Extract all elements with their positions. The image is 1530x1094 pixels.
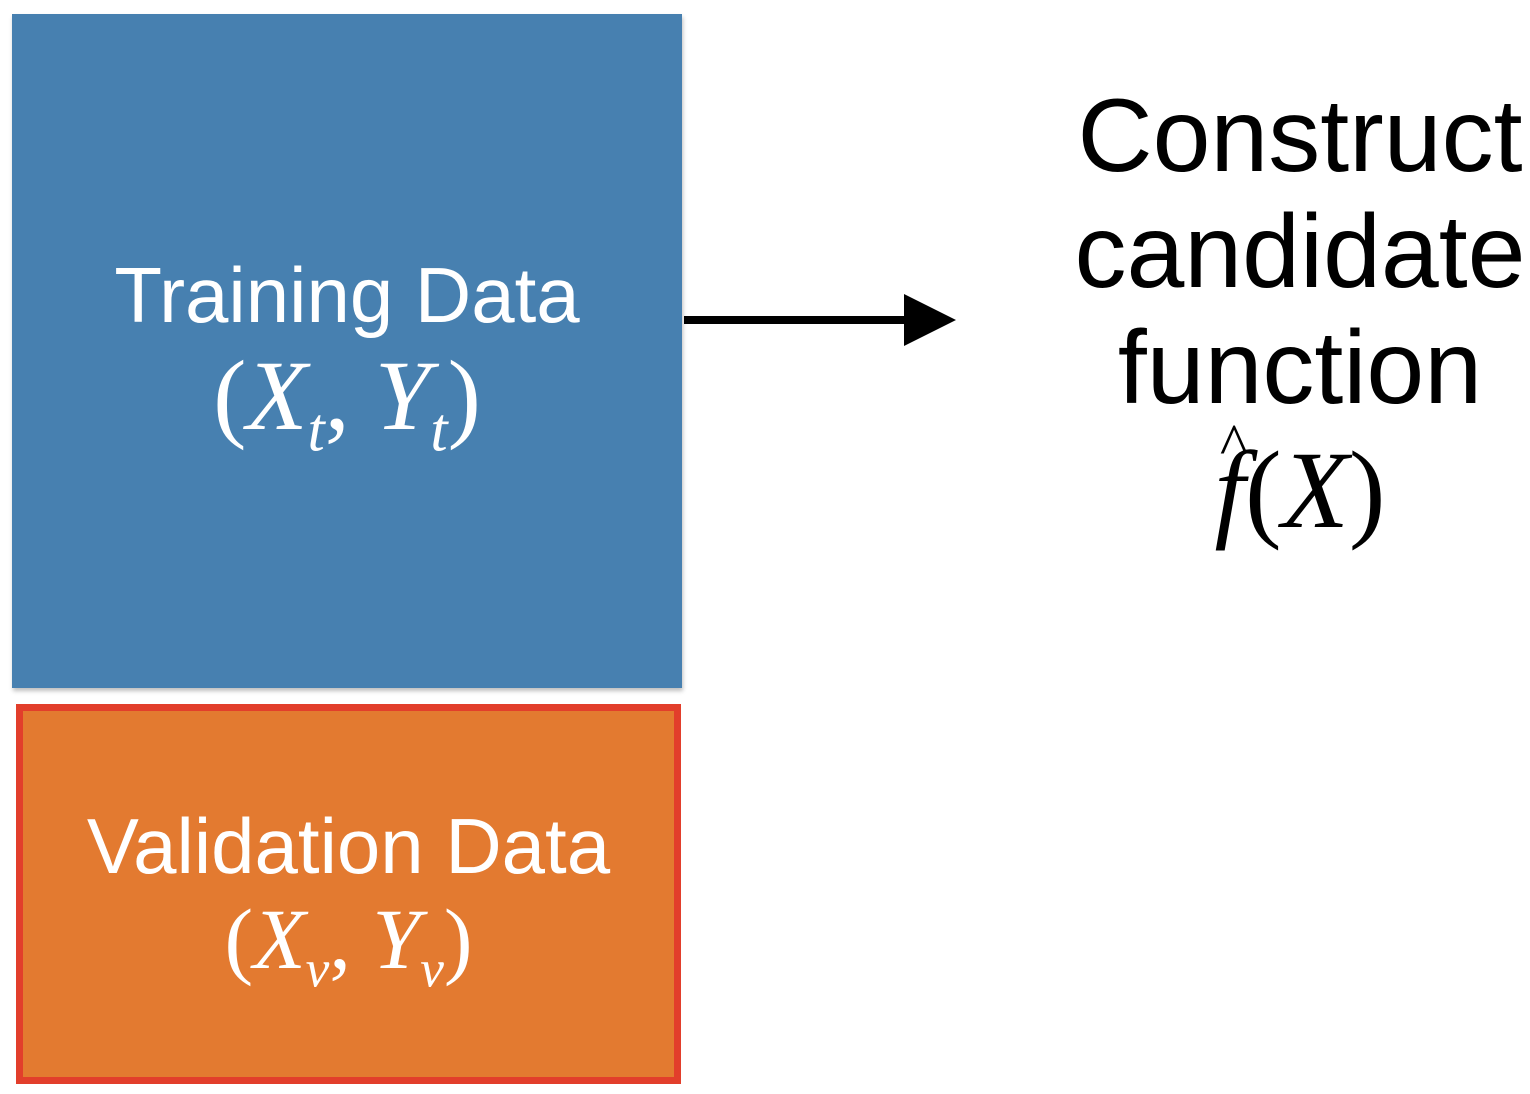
- training-data-box: Training Data (Xt, Yt): [12, 14, 682, 688]
- training-y-subscript: t: [430, 396, 448, 465]
- training-open-paren: (: [213, 339, 247, 451]
- validation-data-label: Validation Data: [86, 801, 611, 890]
- validation-data-formula: (Xv, Yv): [224, 890, 473, 995]
- training-x-subscript: t: [307, 396, 325, 465]
- construct-line-2: candidate: [1074, 194, 1526, 310]
- validation-y-symbol: Y: [372, 890, 421, 987]
- training-data-formula: (Xt, Yt): [213, 339, 481, 461]
- training-close-paren: ): [447, 339, 481, 451]
- right-arrow-icon: [684, 294, 956, 346]
- construct-line-3: function: [1117, 310, 1483, 426]
- f-open-paren: (: [1245, 429, 1282, 551]
- validation-data-box: Validation Data (Xv, Yv): [16, 704, 681, 1084]
- validation-open-paren: (: [224, 890, 254, 987]
- validation-x-subscript: v: [305, 938, 330, 999]
- validation-separator: ,: [329, 890, 373, 987]
- construct-candidate-function-text: Construct candidate function ^f(X): [1050, 78, 1530, 551]
- training-separator: ,: [324, 339, 375, 451]
- f-symbol: f: [1214, 429, 1246, 551]
- construct-line-1: Construct: [1077, 78, 1523, 194]
- f-x-symbol: X: [1281, 429, 1349, 551]
- validation-x-symbol: X: [253, 890, 306, 987]
- training-x-symbol: X: [246, 339, 308, 451]
- validation-y-subscript: v: [420, 938, 444, 999]
- training-y-symbol: Y: [374, 339, 431, 451]
- arrow-head: [904, 294, 956, 346]
- hat-accent: ^: [1219, 412, 1249, 480]
- f-hat-formula: ^f(X): [1214, 413, 1386, 551]
- f-close-paren: ): [1348, 429, 1386, 551]
- validation-close-paren: ): [443, 890, 473, 987]
- training-data-label: Training Data: [114, 251, 580, 340]
